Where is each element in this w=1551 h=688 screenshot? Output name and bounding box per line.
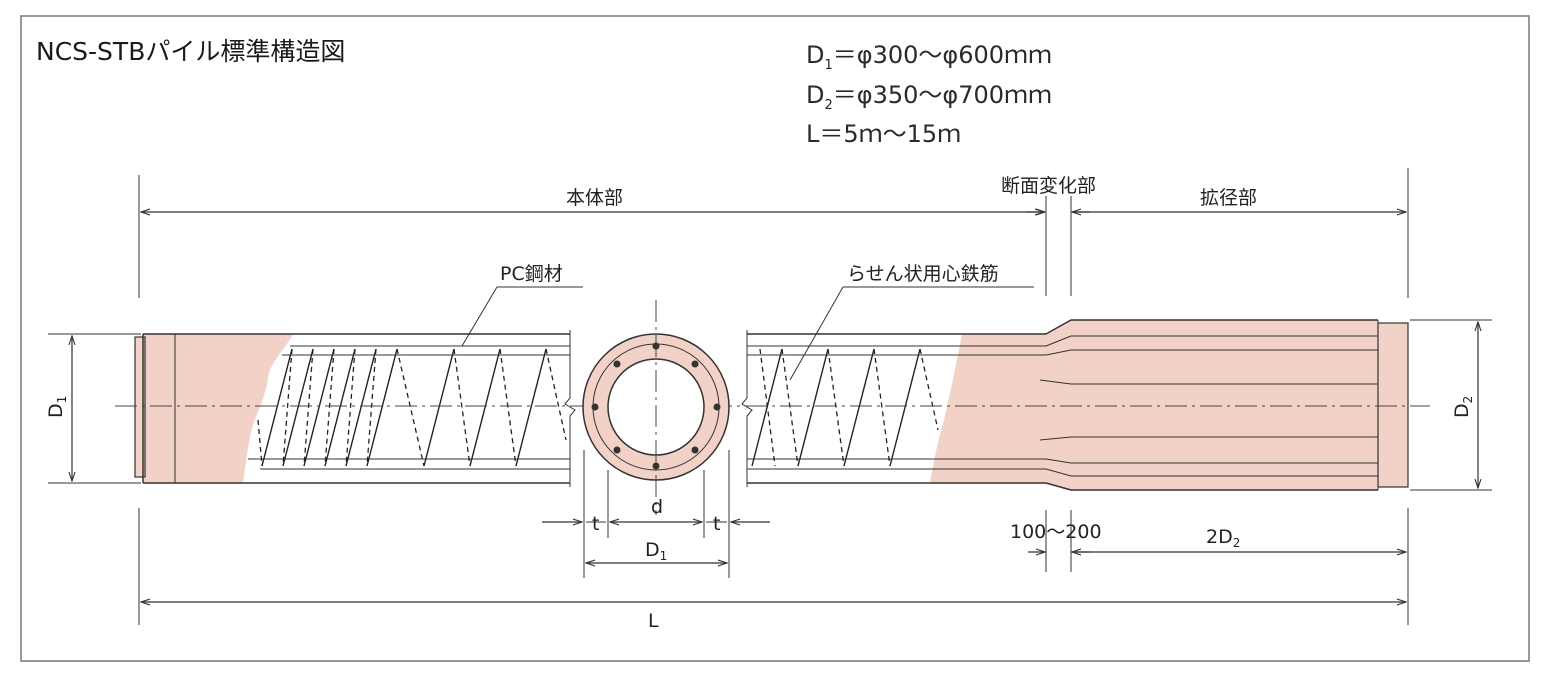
spec-d1-range: D1＝φ300〜φ600ｍｍ [806, 41, 1052, 73]
section-transition-label: 断面変化部 [1001, 175, 1096, 197]
d2-side-label: D2 [1451, 396, 1475, 418]
spiral-coil-left [257, 348, 567, 467]
svg-text:D1: D1 [645, 539, 667, 563]
svg-text:D1＝φ300〜φ600ｍｍ: D1＝φ300〜φ600ｍｍ [806, 41, 1052, 73]
transition-length-label: 100〜200 [1010, 521, 1102, 543]
svg-text:D2＝φ350〜φ700ｍｍ: D2＝φ350〜φ700ｍｍ [806, 81, 1052, 113]
t-right-label: t [713, 513, 720, 535]
inner-d-label: d [651, 496, 663, 518]
diagram-title: NCS-STBパイル標準構造図 [36, 37, 345, 66]
pc-steel-label: PC鋼材 [500, 263, 563, 285]
section-body-label: 本体部 [566, 187, 623, 209]
spiral-rebar-label: らせん状用心鉄筋 [847, 263, 999, 285]
pile-cross-section [582, 300, 730, 515]
xs-d1-label: D1 [645, 539, 667, 563]
spiral-coil-right [751, 348, 939, 467]
svg-text:D2: D2 [1451, 396, 1475, 418]
spec-d2-range: D2＝φ350〜φ700ｍｍ [806, 81, 1052, 113]
pc-steel-leader [461, 286, 498, 347]
spiral-rebar-leader [789, 286, 844, 381]
pile-body-right [741, 319, 1409, 491]
svg-text:D1: D1 [45, 396, 69, 418]
svg-text:2D2: 2D2 [1206, 526, 1240, 550]
section-enlarged-label: 拡径部 [1200, 187, 1257, 209]
pile-body-left [134, 330, 576, 487]
d1-side-label: D1 [45, 396, 69, 418]
spec-length-range: L＝5ｍ〜15ｍ [806, 120, 961, 148]
enlarged-length-label: 2D2 [1206, 526, 1240, 550]
t-left-label: t [592, 513, 599, 535]
total-length-label: L [648, 610, 659, 632]
